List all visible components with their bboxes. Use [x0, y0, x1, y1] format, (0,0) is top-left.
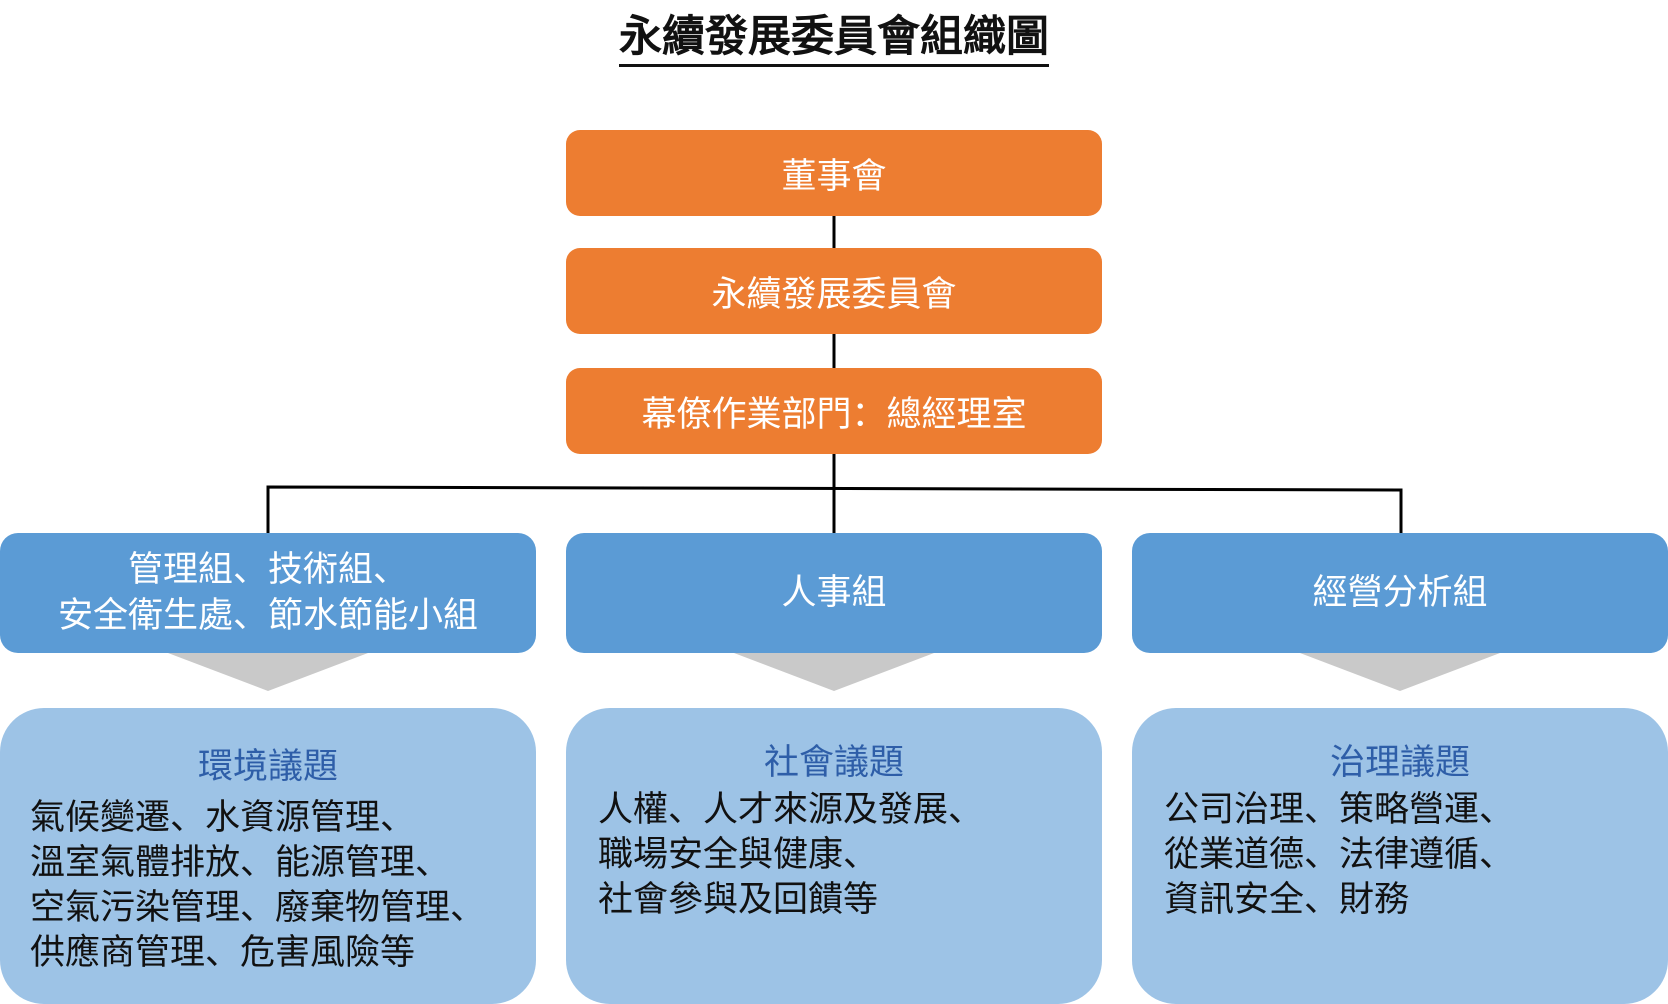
topic-item-line: 職場安全與健康、 [598, 835, 879, 875]
topic-heading: 社會議題 [763, 743, 904, 783]
topic-item-line: 從業道德、法律遵循、 [1164, 835, 1515, 875]
down-arrow-environment [168, 653, 368, 691]
group-line: 管理組、技術組、 [127, 550, 408, 590]
group-box-social: 人事組 [566, 533, 1102, 653]
topic-items: 氣候變遷、水資源管理、 溫室氣體排放、能源管理、 空氣污染管理、廢棄物管理、 供… [30, 796, 485, 976]
topic-item-line: 資訊安全、財務 [1164, 880, 1410, 920]
group-line: 安全衛生處、節水節能小組 [57, 596, 478, 636]
board-box: 董事會 [566, 130, 1102, 216]
topic-item-line: 公司治理、策略營運、 [1164, 790, 1515, 830]
chart-title: 永續發展委員會組織圖 [0, 12, 1668, 68]
topic-item-line: 供應商管理、危害風險等 [30, 933, 416, 973]
down-arrow-social [734, 653, 934, 691]
committee-box: 永續發展委員會 [566, 248, 1102, 334]
topic-items: 公司治理、策略營運、 從業道德、法律遵循、 資訊安全、財務 [1164, 788, 1514, 923]
group-box-governance: 經營分析組 [1132, 533, 1668, 653]
connector-branch [266, 485, 1403, 533]
topic-item-line: 氣候變遷、水資源管理、 [30, 798, 416, 838]
topic-items: 人權、人才來源及發展、 職場安全與健康、 社會參與及回饋等 [598, 788, 983, 923]
topic-box-environment: 環境議題 氣候變遷、水資源管理、 溫室氣體排放、能源管理、 空氣污染管理、廢棄物… [0, 708, 536, 1004]
topic-heading: 環境議題 [197, 747, 338, 787]
group-line: 經營分析組 [1312, 573, 1488, 613]
staff-box: 幕僚作業部門：總經理室 [566, 368, 1102, 454]
down-arrow-governance [1300, 653, 1500, 691]
group-line: 人事組 [781, 573, 887, 613]
topic-item-line: 人權、人才來源及發展、 [598, 790, 984, 830]
topic-heading: 治理議題 [1329, 743, 1470, 783]
group-box-environment: 管理組、技術組、 安全衛生處、節水節能小組 [0, 533, 536, 653]
topic-item-line: 空氣污染管理、廢棄物管理、 [30, 888, 486, 928]
topic-box-governance: 治理議題 公司治理、策略營運、 從業道德、法律遵循、 資訊安全、財務 [1132, 708, 1668, 1004]
topic-box-social: 社會議題 人權、人才來源及發展、 職場安全與健康、 社會參與及回饋等 [566, 708, 1102, 1004]
topic-item-line: 溫室氣體排放、能源管理、 [30, 843, 451, 883]
topic-item-line: 社會參與及回饋等 [598, 880, 879, 920]
